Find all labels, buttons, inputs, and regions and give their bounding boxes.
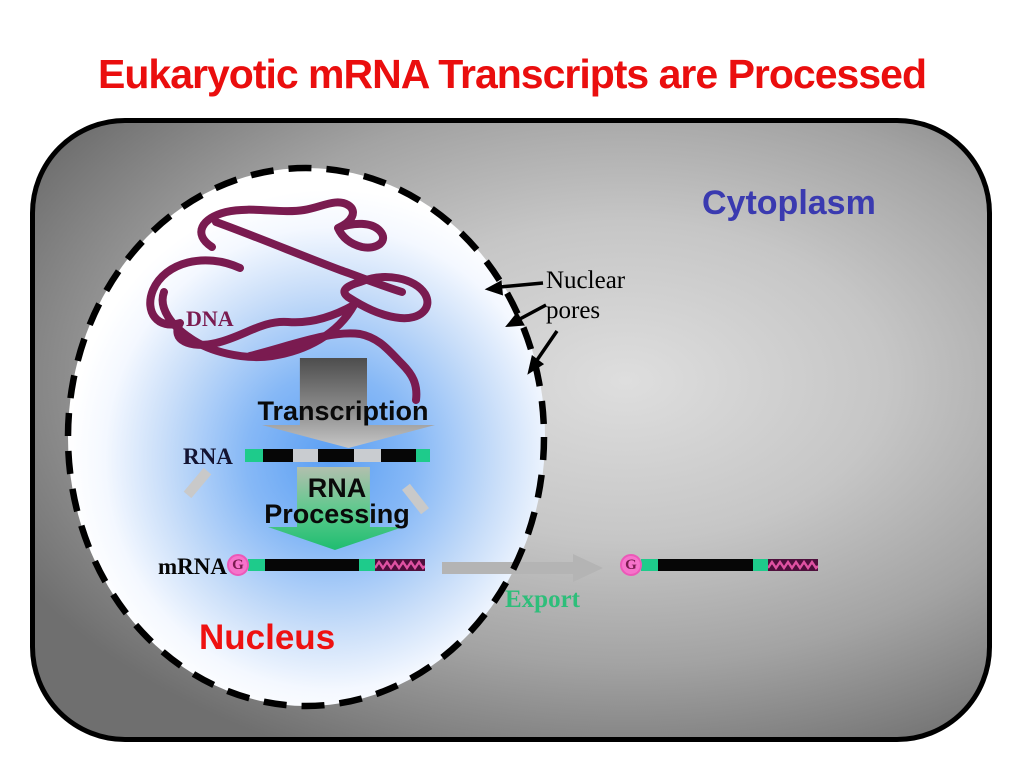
exon-segment: [263, 449, 293, 462]
five-prime-cap: G: [227, 554, 249, 576]
rna-processing-line2: Processing: [264, 499, 410, 529]
exon-segment: [318, 449, 354, 462]
poly-a-tail: [375, 559, 425, 571]
pre-mrna-transcript-bar: [245, 449, 430, 462]
exon-segment: [381, 449, 416, 462]
mature-mrna-bar-nucleus: [248, 559, 425, 571]
rna-processing-label: RNA Processing: [237, 473, 437, 529]
exon-segment: [265, 559, 359, 571]
rna-processing-line1: RNA: [307, 473, 367, 503]
export-arrow-head: [573, 554, 603, 582]
mrna-label: mRNA: [158, 554, 227, 579]
export-arrow-shaft: [442, 562, 574, 574]
transcription-label: Transcription: [257, 396, 429, 426]
nuclear-pores-line2: pores: [546, 297, 601, 324]
utr-segment: [359, 559, 375, 571]
dna-label: DNA: [186, 306, 234, 331]
slide-title: Eukaryotic mRNA Transcripts are Processe…: [98, 51, 927, 98]
five-prime-cap: G: [620, 554, 642, 576]
cytoplasm-label: Cytoplasm: [702, 184, 876, 222]
nuclear-pores-label: Nuclear pores: [546, 266, 625, 326]
intron-segment: [293, 449, 318, 462]
export-label: Export: [505, 586, 580, 613]
utr-segment: [245, 449, 263, 462]
exon-segment: [658, 559, 753, 571]
nucleus-label: Nucleus: [199, 618, 336, 657]
nuclear-pores-line1: Nuclear: [546, 267, 626, 294]
utr-segment: [416, 449, 430, 462]
utr-segment: [641, 559, 658, 571]
rna-label: RNA: [183, 444, 233, 469]
utr-segment: [248, 559, 265, 571]
g-cap-label: G: [625, 556, 637, 573]
intron-segment: [354, 449, 381, 462]
poly-a-tail: [768, 559, 818, 571]
utr-segment: [753, 559, 768, 571]
mature-mrna-bar-cytoplasm: [641, 559, 818, 571]
g-cap-label: G: [232, 556, 244, 573]
